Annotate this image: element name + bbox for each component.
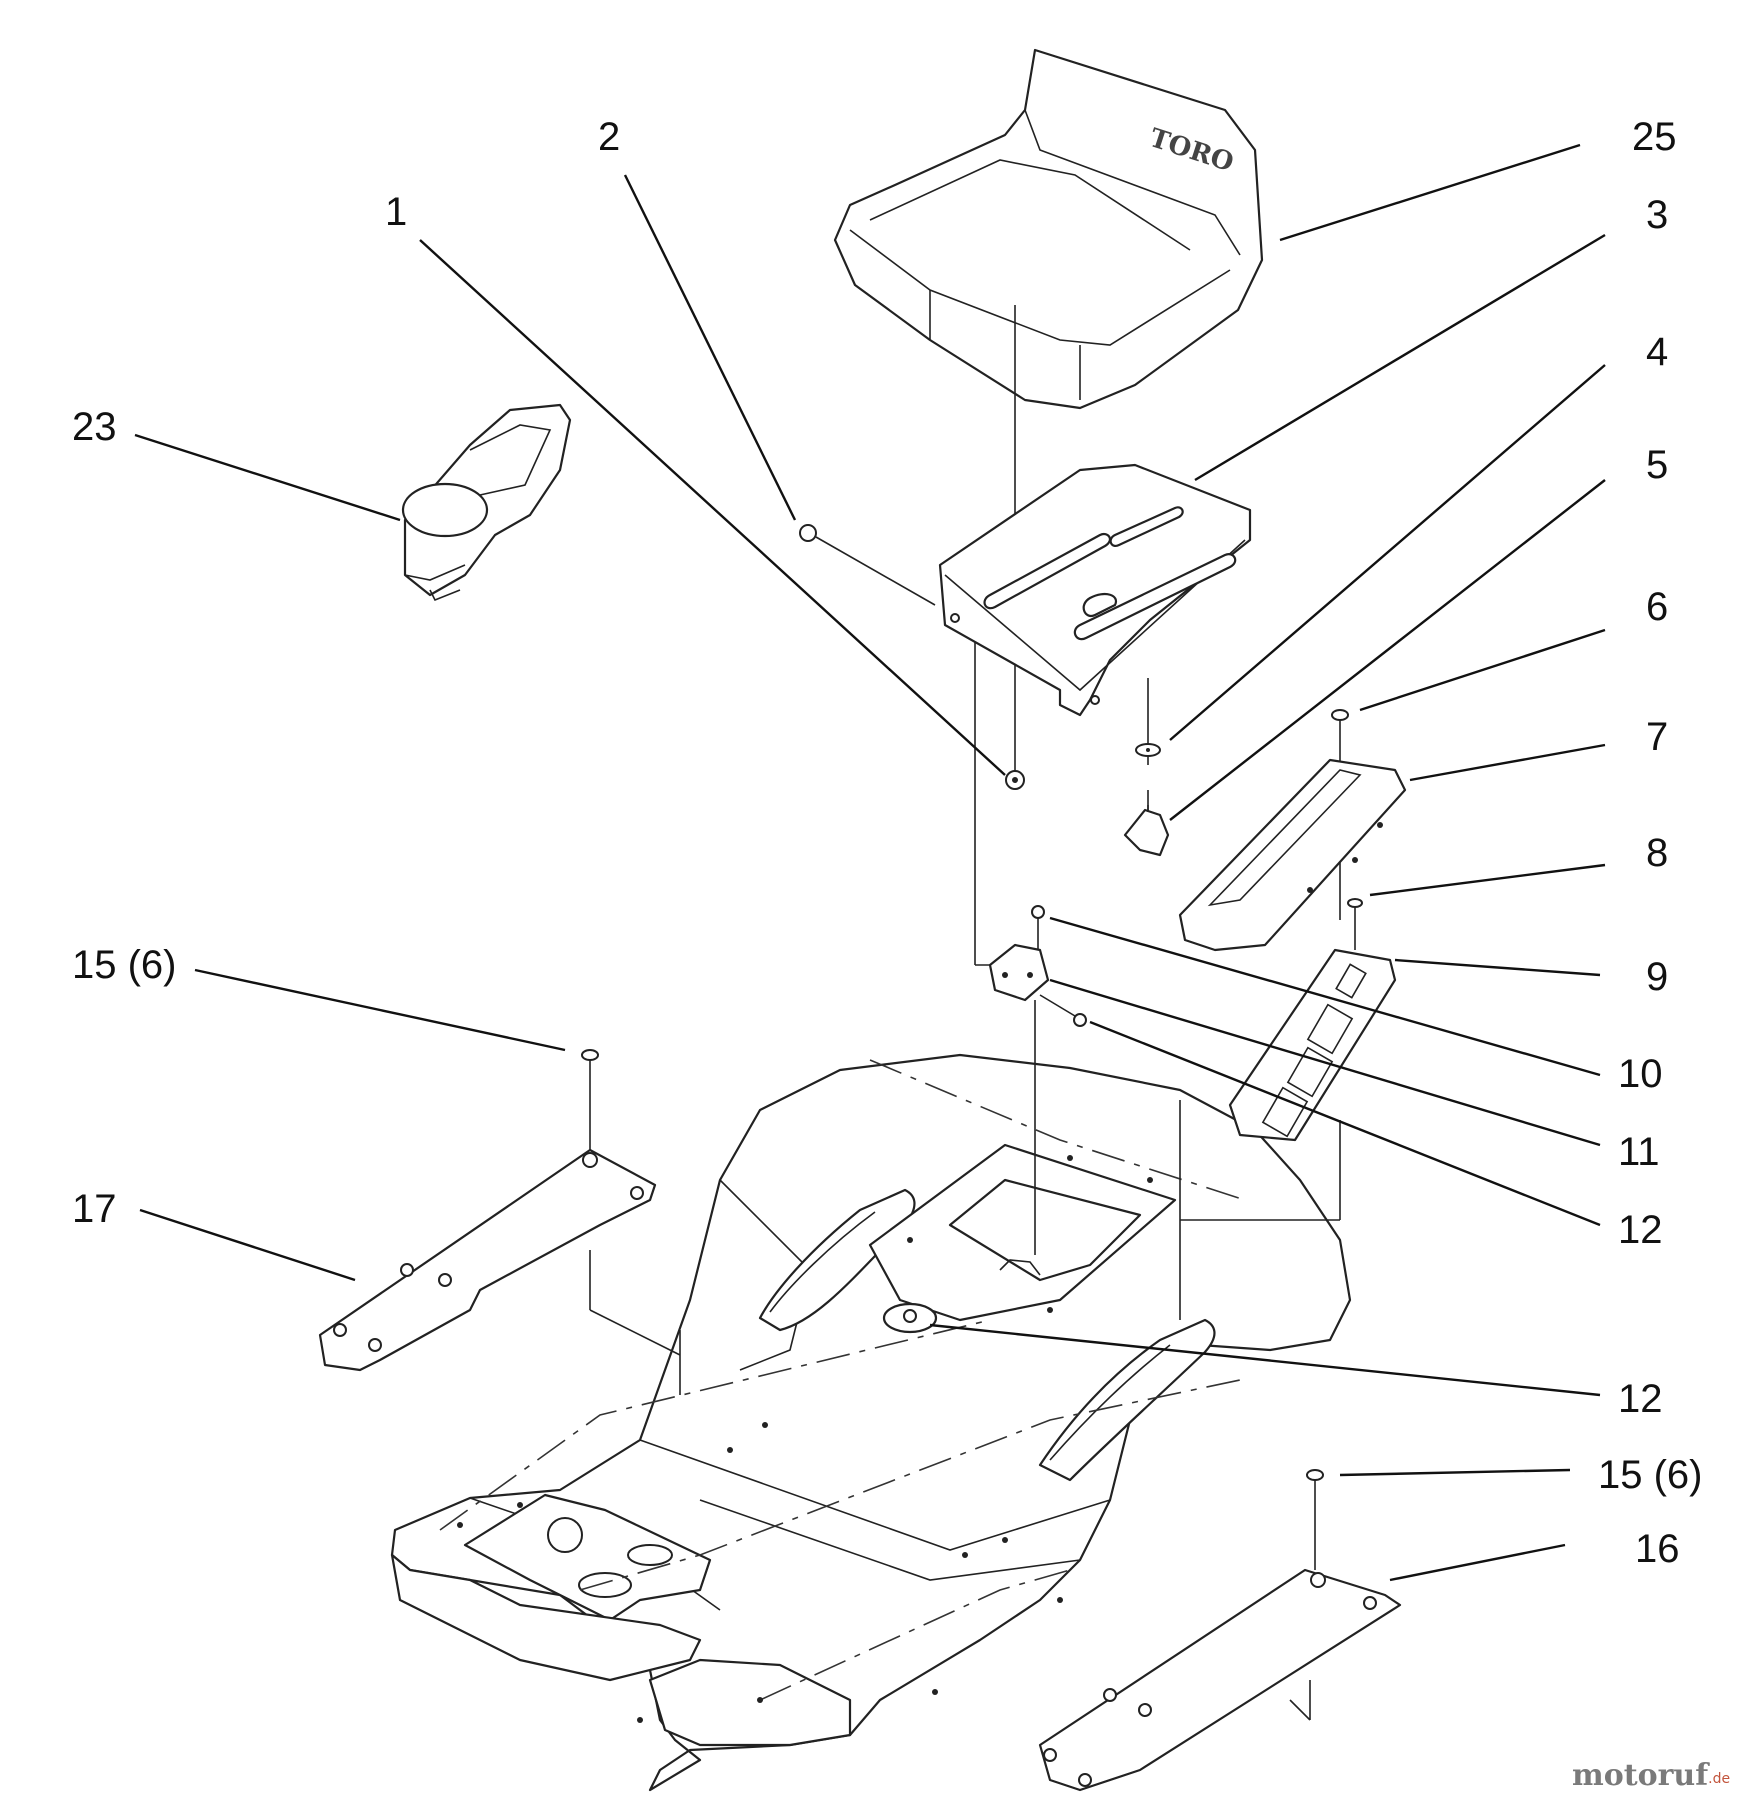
nut-part-12-upper [1039,994,1087,1027]
label-part-12-lower: 12 [1618,1377,1663,1421]
label-part-25: 25 [1632,115,1677,159]
label-part-15-right: 15 (6) [1598,1453,1703,1497]
label-part-2: 2 [598,115,620,159]
label-part-6: 6 [1646,585,1668,629]
label-part-5: 5 [1646,443,1668,487]
label-part-16: 16 [1635,1527,1680,1571]
bolt-part-2 [799,524,936,606]
seat-slide-cover-part-7 [1178,758,1407,952]
watermark-main: motoruf [1572,1758,1710,1793]
label-part-9: 9 [1646,955,1668,999]
label-part-3: 3 [1646,193,1668,237]
cup-holder [401,403,572,602]
nut-part-1 [1005,770,1025,790]
part-labels: 1 2 3 4 5 6 7 8 9 10 11 12 12 15 (6) 15 … [72,115,1703,1571]
watermark-text: motoruf.de [1572,1758,1730,1793]
screw-part-15-left [581,1049,599,1150]
label-part-10: 10 [1618,1052,1663,1096]
bracket-part-11 [988,943,1050,1002]
screw-part-8 [1347,898,1363,950]
seat-pan-bracket [938,463,1252,717]
knob-part-5 [1123,790,1170,857]
seat-adjust-decal-part-9 [1228,948,1397,1142]
screw-part-15-right [1306,1469,1324,1570]
label-part-23: 23 [72,405,117,449]
right-floor-plate-part-16 [1038,1568,1402,1792]
watermark-suffix: .de [1708,1771,1730,1787]
leader-lines [134,143,1606,1582]
label-part-11: 11 [1618,1130,1660,1174]
label-part-1: 1 [385,190,407,234]
screw-part-6 [1331,709,1349,760]
label-part-7: 7 [1646,715,1668,759]
label-part-12-upper: 12 [1618,1208,1663,1252]
seat: TORO [833,48,1264,410]
washer-part-4 [1135,743,1161,757]
left-floor-plate-part-17 [318,1148,681,1395]
fender-footrest-assembly [390,1053,1352,1792]
watermark: motoruf.de [1572,1758,1730,1793]
label-part-17: 17 [72,1187,117,1231]
label-part-8: 8 [1646,831,1668,875]
label-part-15-left: 15 (6) [72,943,177,987]
label-part-4: 4 [1646,330,1668,374]
